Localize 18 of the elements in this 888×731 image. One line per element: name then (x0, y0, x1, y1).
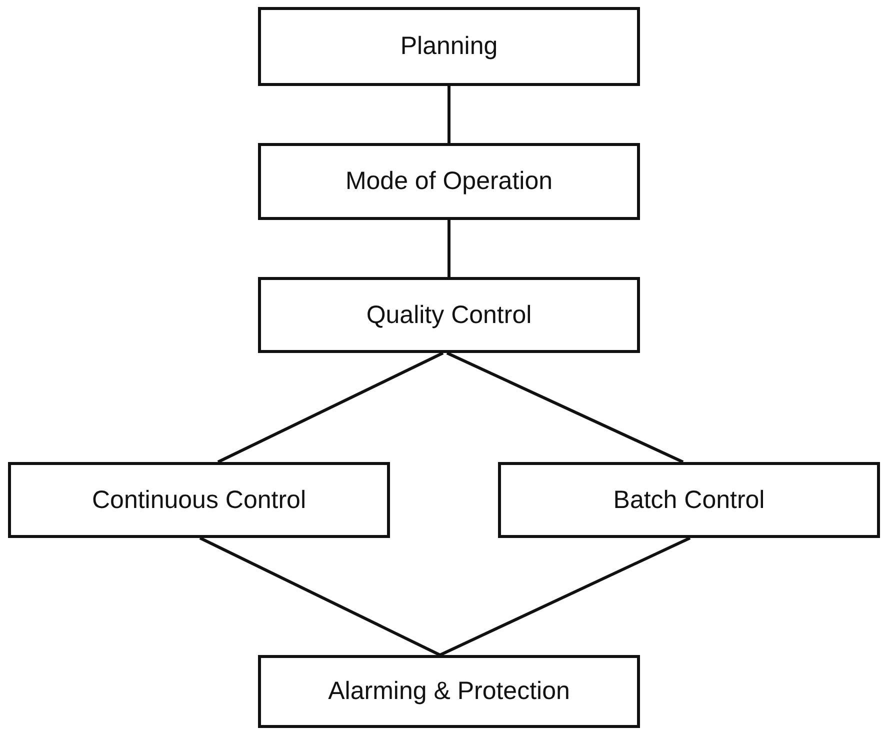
box-label: Planning (400, 32, 498, 61)
process-box (258, 7, 640, 86)
box-label: Alarming & Protection (328, 677, 570, 706)
process-box (498, 462, 880, 538)
connector-line (448, 86, 450, 143)
process-box (8, 462, 390, 538)
process-box (258, 143, 640, 220)
connector-line (217, 352, 444, 464)
process-box (258, 277, 640, 353)
box-label: Mode of Operation (345, 167, 553, 196)
box-label: Batch Control (613, 486, 765, 514)
process-box (258, 655, 640, 728)
connector-line (199, 536, 441, 656)
box-label: Quality Control (366, 300, 532, 330)
connector-line (446, 352, 684, 464)
connector-line (439, 536, 691, 656)
box-label: Continuous Control (92, 486, 306, 514)
connector-line (448, 220, 450, 277)
